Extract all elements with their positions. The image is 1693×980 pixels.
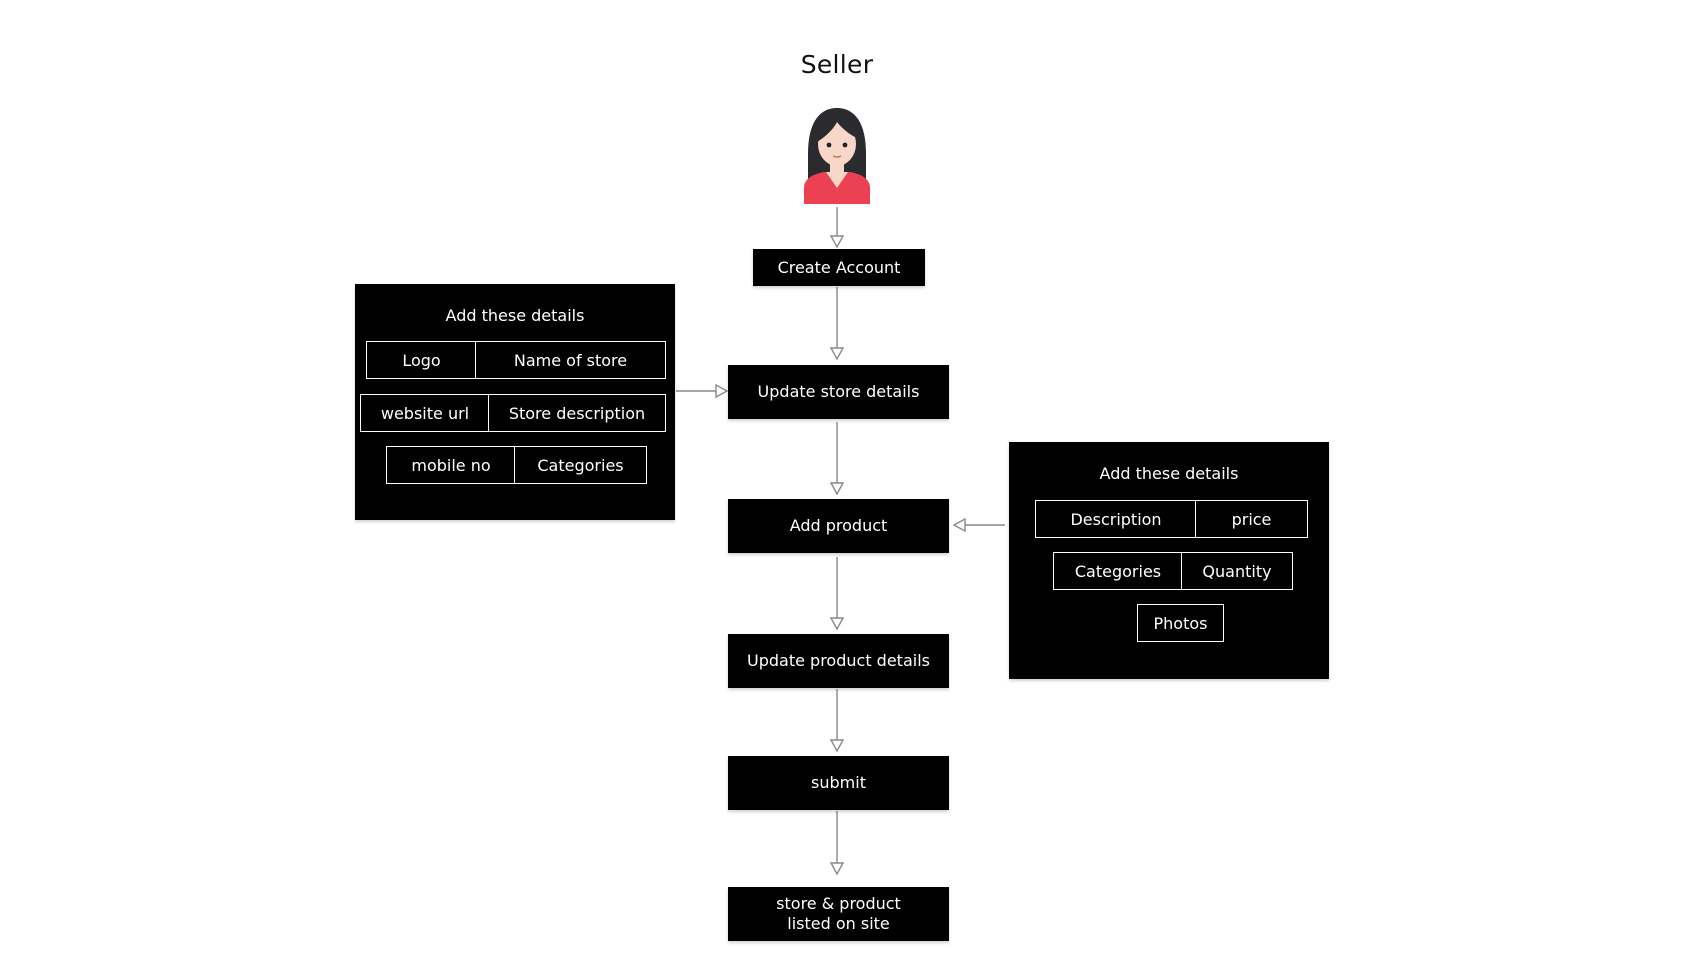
field-categories: Categories (514, 446, 647, 484)
product-details-panel: Add these details Description price Cate… (1009, 442, 1329, 679)
field-photos: Photos (1137, 604, 1224, 642)
create-account-step: Create Account (753, 249, 925, 286)
store-panel-title: Add these details (445, 306, 585, 325)
field-store-description: Store description (488, 394, 666, 432)
field-price: price (1195, 500, 1308, 538)
field-description: Description (1035, 500, 1197, 538)
field-quantity: Quantity (1181, 552, 1293, 590)
woman-avatar-icon (800, 104, 874, 204)
field-logo: Logo (366, 341, 477, 379)
add-product-step: Add product (728, 499, 949, 553)
update-product-details-step: Update product details (728, 634, 949, 688)
diagram-title: Seller (800, 50, 874, 79)
product-panel-title: Add these details (1099, 464, 1239, 483)
update-store-details-step: Update store details (728, 365, 949, 419)
field-categories: Categories (1053, 552, 1183, 590)
field-name-of-store: Name of store (475, 341, 666, 379)
field-mobile-no: mobile no (386, 446, 516, 484)
store-details-panel: Add these details Logo Name of store web… (355, 284, 675, 520)
listed-on-site-step: store & product listed on site (728, 887, 949, 941)
field-website-url: website url (360, 394, 490, 432)
submit-step: submit (728, 756, 949, 810)
